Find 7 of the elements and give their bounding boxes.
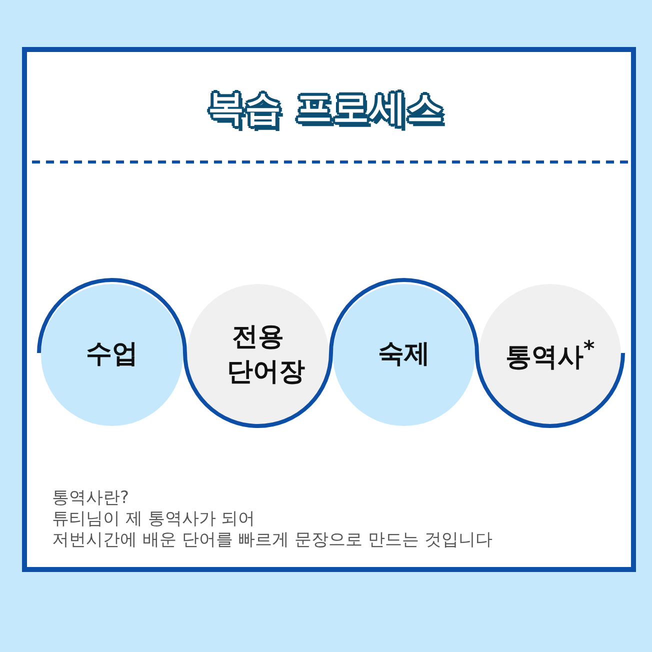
wave-connector	[112, 278, 258, 428]
wave-connector	[404, 278, 550, 428]
wave-connector	[258, 278, 404, 428]
note-text: 튜티님이 제 통역사가 되어	[52, 508, 256, 530]
title: 복습 프로세스	[208, 88, 444, 129]
note-text: 저번시간에 배운 단어를 빠르게 문장으로 만드는 것입니다	[52, 529, 492, 551]
note-text: 통역사란?	[52, 487, 130, 509]
